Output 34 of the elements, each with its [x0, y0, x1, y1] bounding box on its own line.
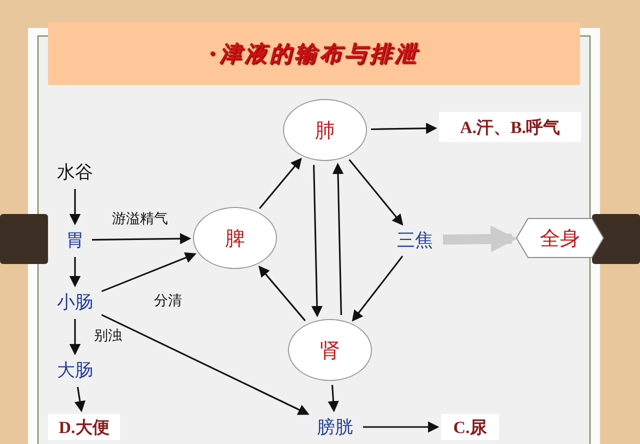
organ-name: 肾: [320, 336, 340, 364]
arrow: [101, 252, 196, 292]
organ-label: 小肠: [57, 291, 93, 314]
organ-label: 胃: [66, 229, 84, 252]
arrow: [363, 421, 440, 433]
result-text: A.汗、B.呼气: [460, 116, 560, 138]
text-label: 水谷: [57, 161, 93, 184]
arrow: [74, 386, 86, 412]
arrow: [258, 266, 306, 322]
arrow: [69, 257, 81, 288]
edge-label: 别浊: [92, 328, 124, 344]
organ-name: 脾: [225, 224, 245, 252]
organ-name: 肺: [315, 116, 335, 144]
edge-label: 分清: [152, 293, 184, 309]
edge-label: 游溢精气: [110, 211, 170, 227]
title: ·津液的输布与排泄: [208, 40, 420, 68]
arrow: [370, 122, 438, 134]
arrow: [69, 189, 81, 226]
arrow: [352, 256, 404, 322]
arrow: [101, 314, 310, 415]
arrow: [332, 162, 344, 316]
organ-label: 膀胱: [317, 416, 353, 439]
arrow: [92, 233, 192, 244]
arrow: [348, 159, 404, 226]
arrow: [258, 158, 302, 210]
organ-label: 大肠: [57, 359, 93, 382]
result-text: C.尿: [453, 416, 487, 438]
result-text: D.大便: [58, 416, 110, 438]
organ-name: 全身: [540, 224, 580, 252]
arrow: [442, 226, 518, 252]
arrow: [69, 319, 81, 356]
organ-label: 三焦: [397, 229, 433, 252]
arrow: [311, 164, 323, 318]
arrow: [328, 384, 339, 412]
